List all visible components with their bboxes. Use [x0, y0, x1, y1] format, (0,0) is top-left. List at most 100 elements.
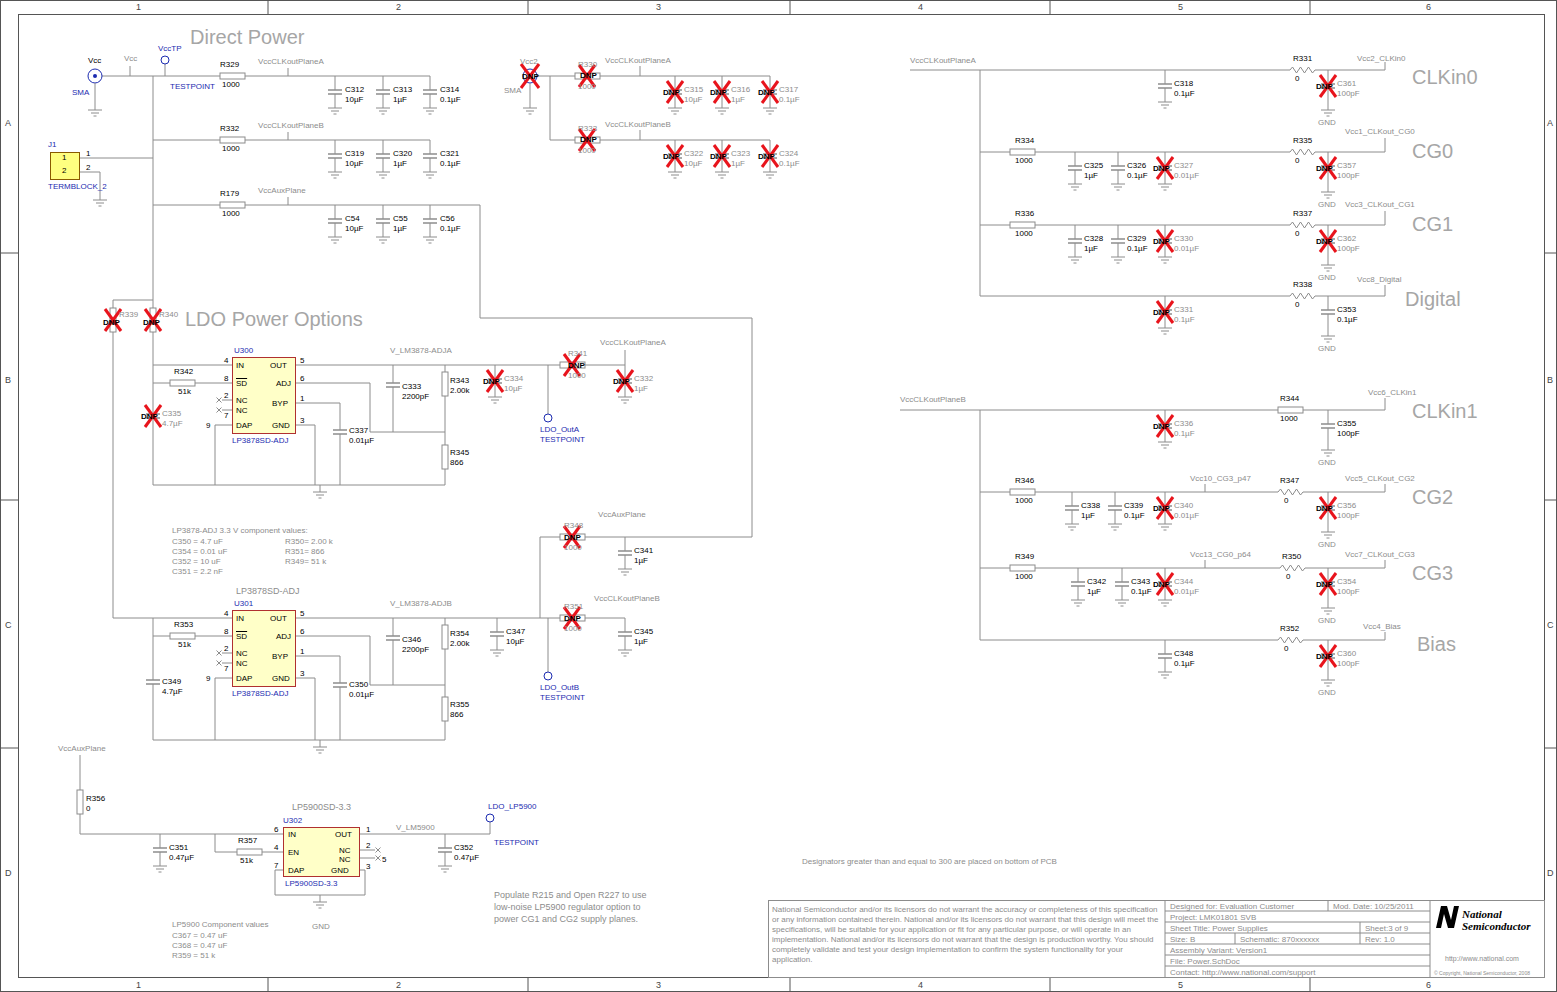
capacitor-symbol [333, 429, 347, 431]
ground-symbol [488, 397, 502, 398]
net-label: Vcc4_Bias [1363, 622, 1401, 631]
ground-symbol [624, 656, 627, 657]
ground-symbol [1164, 190, 1167, 191]
net-label: R348 [564, 521, 583, 530]
ground-symbol [423, 237, 437, 238]
net-label: GND [312, 922, 330, 931]
pin-name: DAP [288, 866, 304, 875]
ground-symbol [1077, 606, 1080, 607]
net-label: VccCLKoutPlaneA [605, 56, 671, 65]
ground-symbol [1115, 600, 1129, 601]
wire [625, 555, 626, 569]
pin-name: BYP [272, 399, 288, 408]
dnp-mark: DNP [1316, 580, 1333, 589]
ground-symbol [1111, 257, 1125, 258]
ground-symbol [624, 575, 627, 576]
section-heading: CLKin1 [1412, 400, 1478, 422]
ground-symbol [618, 569, 632, 570]
zone-marker: C [1547, 620, 1554, 630]
pin-name: GND [272, 674, 290, 683]
wire [1328, 568, 1329, 582]
ground-symbol [671, 111, 679, 112]
title-block [769, 900, 1545, 978]
zone-marker: 4 [918, 980, 923, 990]
ground-symbol [1324, 453, 1332, 454]
net-label: 1µF [731, 95, 745, 104]
part-label: LP3878SD-ADJ [232, 436, 288, 445]
capacitor-symbol [1158, 83, 1172, 85]
net-label: 0.01µF [1174, 587, 1199, 596]
wire [153, 618, 154, 680]
ground-symbol [331, 175, 339, 176]
component-label: 5 [382, 855, 386, 864]
ground-symbol [1161, 445, 1169, 446]
ground-symbol [328, 172, 342, 173]
component-label: 5 [300, 356, 304, 365]
wire [335, 205, 336, 219]
component-label: C328 [1084, 234, 1103, 243]
wire [1328, 586, 1329, 608]
ground-symbol [382, 243, 385, 244]
ground-symbol [493, 653, 501, 654]
ground-symbol [1321, 450, 1335, 451]
ground-symbol [376, 108, 390, 109]
dnp-mark: DNP [143, 318, 160, 327]
net-label: 1µF [634, 384, 648, 393]
component-label: C345 [634, 627, 653, 636]
ground-symbol [718, 111, 726, 112]
ground-symbol [1164, 108, 1167, 109]
ground-symbol [1071, 187, 1079, 188]
dnp-mark: DNP [483, 377, 500, 386]
resistor-symbol [170, 633, 195, 639]
pin-name: IN [288, 830, 296, 839]
component-label: 0 [1295, 300, 1299, 309]
zone-marker: A [1547, 118, 1553, 128]
wire [1075, 225, 1076, 239]
resistor-symbol [237, 849, 262, 855]
wire [335, 223, 336, 237]
ground-symbol [1071, 260, 1079, 261]
net-label: Schematic: 870xxxxxx [1240, 935, 1319, 944]
ground-symbol [1321, 110, 1335, 111]
ground-symbol [379, 240, 387, 241]
section-heading: CG3 [1412, 562, 1453, 584]
component-label: 1000 [1280, 414, 1298, 423]
ground-symbol [444, 872, 447, 873]
wire [770, 76, 771, 90]
capacitor-symbol [386, 382, 400, 384]
wire [1118, 170, 1119, 184]
pin-name: NC [339, 855, 351, 864]
ground-symbol [159, 872, 162, 873]
component-label: 1 [300, 647, 304, 656]
wire [1328, 243, 1329, 265]
ic-box: U300INOUTSDADJNCBYPNCDAPGNDLP3878SD-ADJ [232, 357, 296, 434]
net-label: VccCLKoutPlaneA [258, 57, 324, 66]
ground-symbol [1327, 614, 1330, 615]
net-label: R350= 2.00 k [285, 537, 333, 546]
dnp-mark: DNP [613, 377, 630, 386]
ground-symbol [1327, 686, 1330, 687]
zone-marker: 5 [1178, 980, 1183, 990]
component-label: R337 [1293, 209, 1312, 218]
net-label: R349= 51 k [285, 557, 326, 566]
wire [675, 140, 676, 154]
component-label: 10µF [506, 637, 524, 646]
component-label: C313 [393, 85, 412, 94]
capacitor-symbol [618, 631, 632, 633]
resistor-symbol [1010, 489, 1035, 495]
net-label: C316 [731, 85, 750, 94]
pin-name: GND [272, 421, 290, 430]
ground-symbol [523, 108, 537, 109]
wire [153, 400, 154, 414]
net-label: C327 [1174, 161, 1193, 170]
component-label: 1 [86, 149, 90, 158]
net-label: C360 [1337, 649, 1356, 658]
net-label: VccCLKoutPlaneB [258, 121, 324, 130]
net-label: 0.1µF [1174, 315, 1195, 324]
ground-symbol [441, 869, 449, 870]
wire [770, 140, 771, 154]
capacitor-symbol [1158, 653, 1172, 655]
pin-name: OUT [270, 361, 287, 370]
component-label: 2200pF [402, 392, 429, 401]
